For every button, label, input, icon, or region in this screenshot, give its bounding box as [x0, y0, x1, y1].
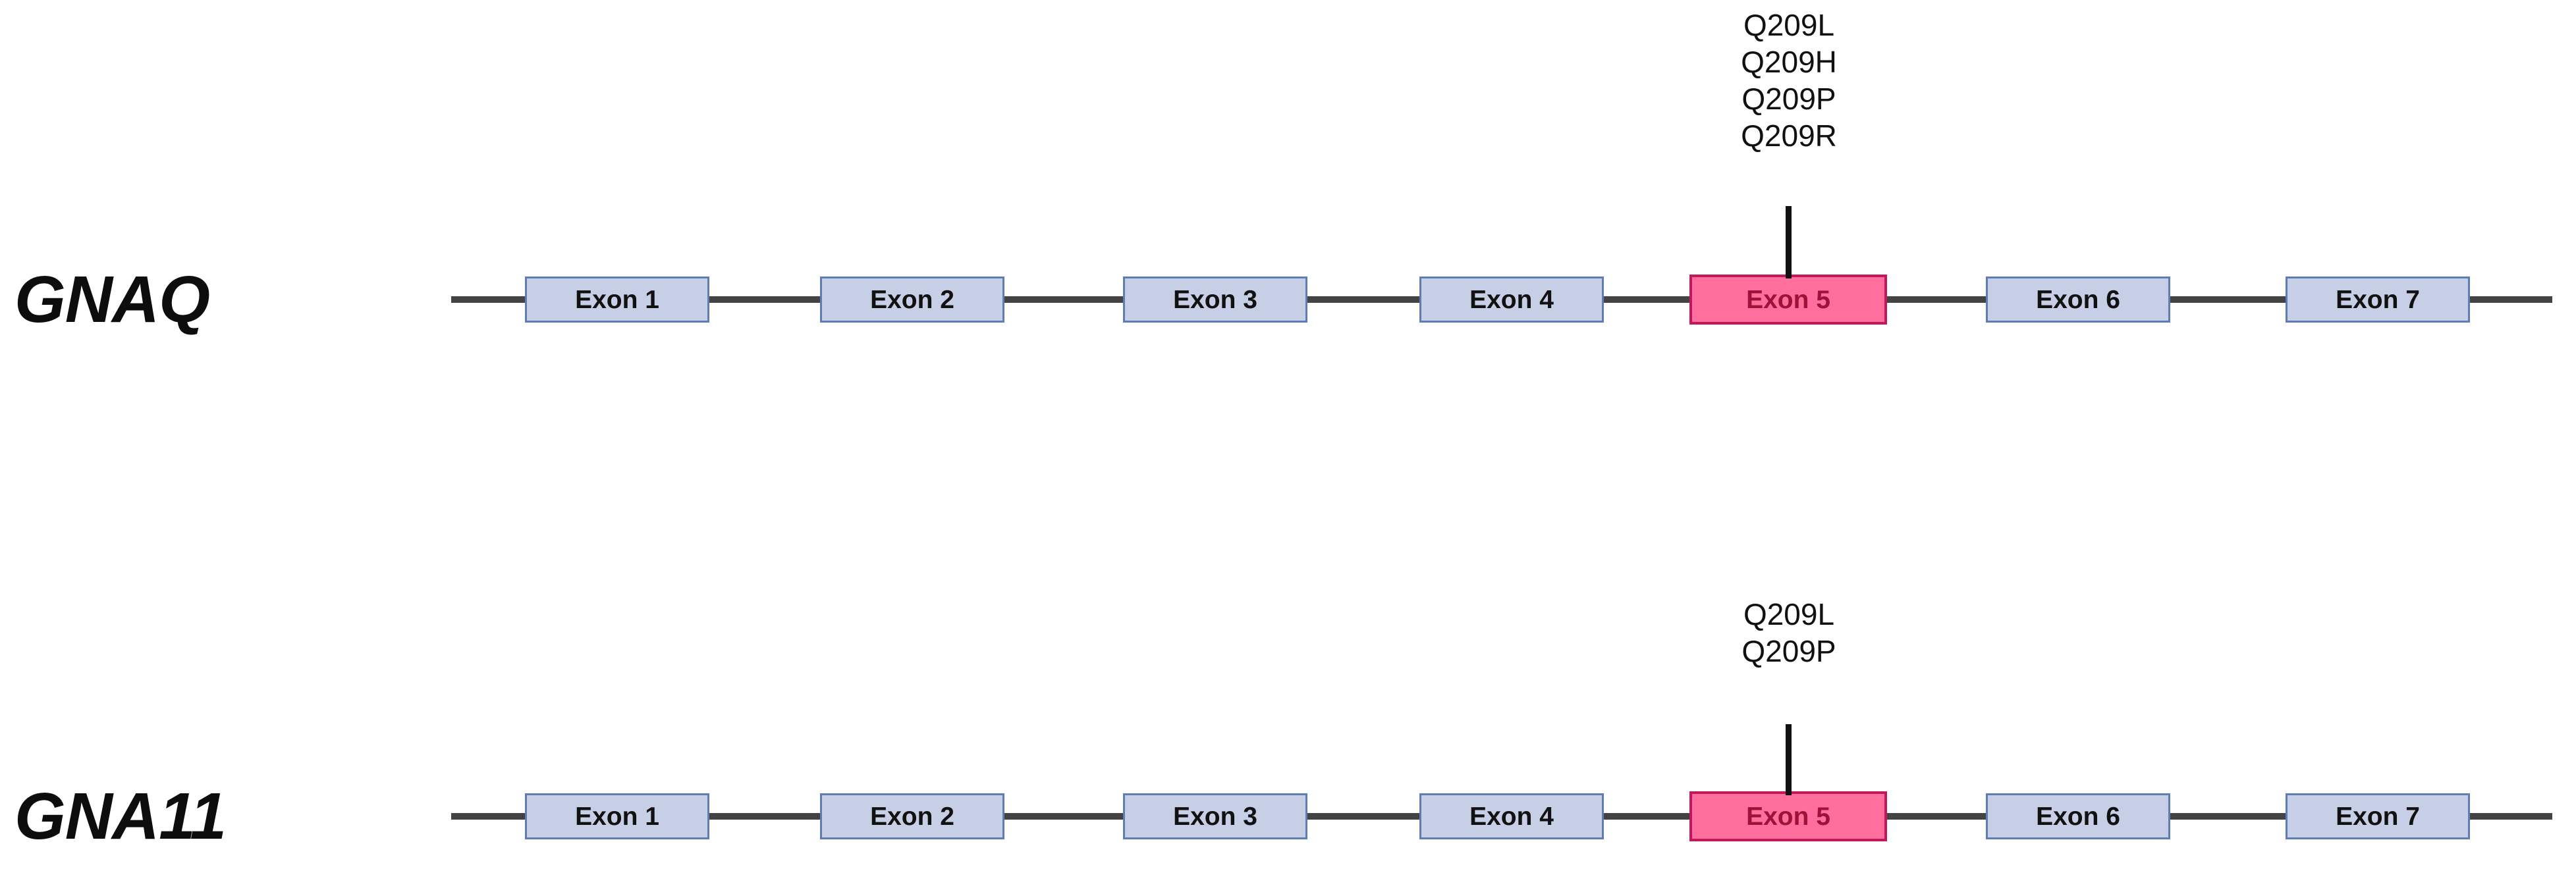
mutation-label: Q209P — [1741, 634, 1836, 668]
exon-label: Exon 3 — [1173, 285, 1257, 314]
exon-label: Exon 6 — [2036, 285, 2120, 314]
exon-box-gnaq-4[interactable]: Exon 4 — [1419, 276, 1604, 323]
mutation-labels-gna11: Q209L Q209P — [1741, 596, 1836, 670]
exon-box-gnaq-1[interactable]: Exon 1 — [525, 276, 709, 323]
exon-box-gna11-7[interactable]: Exon 7 — [2286, 793, 2470, 839]
exon-label: Exon 4 — [1469, 285, 1554, 314]
exon-box-gna11-1[interactable]: Exon 1 — [525, 793, 709, 839]
exon-box-gna11-3[interactable]: Exon 3 — [1123, 793, 1307, 839]
mutation-label: Q209L — [1743, 8, 1835, 42]
exon-box-gna11-4[interactable]: Exon 4 — [1419, 793, 1604, 839]
mutation-label: Q209H — [1741, 45, 1837, 79]
exon-label: Exon 1 — [575, 285, 659, 314]
exon-label: Exon 7 — [2336, 802, 2420, 831]
mutation-labels-gnaq: Q209L Q209H Q209P Q209R — [1741, 7, 1837, 154]
exon-box-gna11-2[interactable]: Exon 2 — [820, 793, 1004, 839]
exon-label: Exon 7 — [2336, 285, 2420, 314]
exon-label: Exon 3 — [1173, 802, 1257, 831]
exon-label: Exon 6 — [2036, 802, 2120, 831]
exon-label: Exon 4 — [1469, 802, 1554, 831]
gene-label-gna11: GNA11 — [14, 779, 227, 853]
mutation-label: Q209R — [1741, 118, 1837, 153]
gene-label-gnaq: GNAQ — [14, 263, 210, 336]
exon-box-gnaq-6[interactable]: Exon 6 — [1986, 276, 2170, 323]
exon-label: Exon 2 — [870, 802, 954, 831]
mutation-stem-gna11 — [1786, 724, 1792, 795]
exon-label: Exon 5 — [1746, 285, 1830, 314]
exon-box-gnaq-2[interactable]: Exon 2 — [820, 276, 1004, 323]
exon-box-gna11-5[interactable]: Exon 5 — [1689, 791, 1887, 841]
exon-label: Exon 1 — [575, 802, 659, 831]
mutation-label: Q209P — [1741, 82, 1836, 116]
exon-box-gna11-6[interactable]: Exon 6 — [1986, 793, 2170, 839]
exon-box-gnaq-7[interactable]: Exon 7 — [2286, 276, 2470, 323]
exon-box-gnaq-3[interactable]: Exon 3 — [1123, 276, 1307, 323]
mutation-label: Q209L — [1743, 597, 1835, 631]
exon-box-gnaq-5[interactable]: Exon 5 — [1689, 275, 1887, 325]
mutation-stem-gnaq — [1786, 206, 1792, 278]
exon-label: Exon 5 — [1746, 802, 1830, 831]
exon-label: Exon 2 — [870, 285, 954, 314]
